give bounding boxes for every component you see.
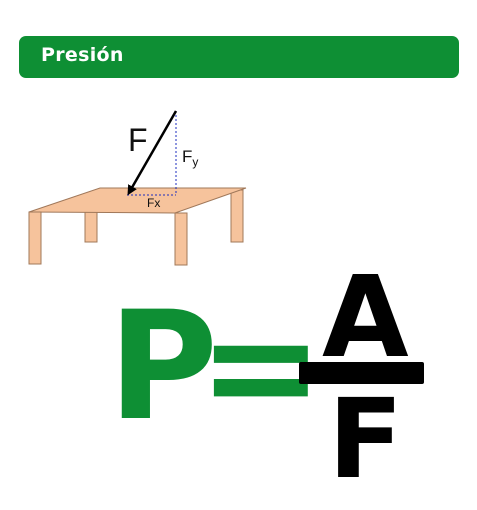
formula-denominator: F bbox=[328, 375, 404, 503]
fy-label-main: F bbox=[182, 147, 193, 166]
fraction-bar bbox=[299, 362, 424, 384]
force-arrow bbox=[127, 110, 178, 196]
header-bar: Presión bbox=[19, 36, 459, 78]
table-front-leg-left bbox=[28, 211, 42, 265]
header-title: Presión bbox=[41, 44, 124, 66]
table bbox=[28, 187, 247, 266]
table-top bbox=[28, 187, 247, 214]
fy-label: Fy bbox=[182, 148, 198, 168]
fx-label: Fx bbox=[147, 196, 161, 210]
force-table-diagram bbox=[28, 110, 247, 266]
table-back-leg-right bbox=[230, 189, 244, 243]
formula-pressure-symbol: P bbox=[108, 280, 218, 454]
table-back-leg-left bbox=[84, 208, 98, 243]
formula-numerator: A bbox=[322, 253, 409, 383]
fy-label-subscript: y bbox=[192, 155, 199, 169]
table-front-leg-right bbox=[174, 212, 188, 266]
force-label: F bbox=[128, 122, 148, 158]
